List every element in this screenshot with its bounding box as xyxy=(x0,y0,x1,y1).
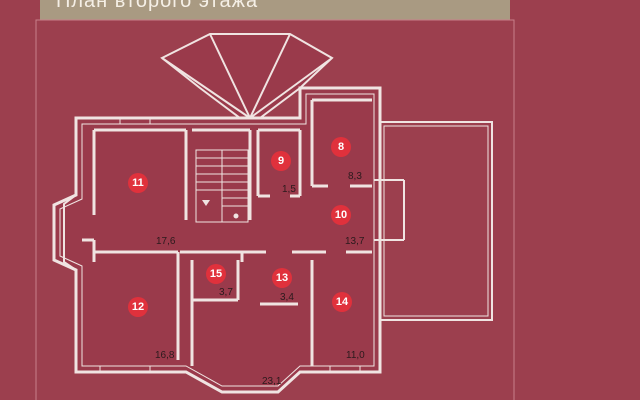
staircase xyxy=(195,149,249,223)
page-title: План второго этажа xyxy=(56,0,259,12)
title-band xyxy=(40,0,510,20)
interior-walls xyxy=(82,98,372,366)
room-marker-13: 13 xyxy=(272,268,292,288)
room-marker-8: 8 xyxy=(331,137,351,157)
area-label: 17,6 xyxy=(156,236,176,247)
area-label: 8,3 xyxy=(348,171,362,182)
room-marker-10: 10 xyxy=(331,205,351,225)
room-marker-14: 14 xyxy=(332,292,352,312)
frame-line xyxy=(35,19,515,400)
room-marker-9: 9 xyxy=(271,151,291,171)
outer-walls xyxy=(52,86,382,394)
area-label: 3,7 xyxy=(219,287,233,298)
area-label: 23,1 xyxy=(262,376,282,387)
room-marker-12: 12 xyxy=(128,297,148,317)
area-label: 16,8 xyxy=(155,350,175,361)
balcony-door xyxy=(374,179,405,241)
area-label: 1,5 xyxy=(282,184,296,195)
window-marks xyxy=(99,118,361,372)
area-label: 11,0 xyxy=(346,350,365,361)
area-label: 13,7 xyxy=(345,236,365,247)
left-bay-window xyxy=(63,194,77,271)
right-balcony xyxy=(379,121,493,321)
room-marker-15: 15 xyxy=(206,264,226,284)
area-label: 3,4 xyxy=(280,292,294,303)
fan-terrace xyxy=(160,33,334,119)
room-marker-11: 11 xyxy=(128,173,148,193)
